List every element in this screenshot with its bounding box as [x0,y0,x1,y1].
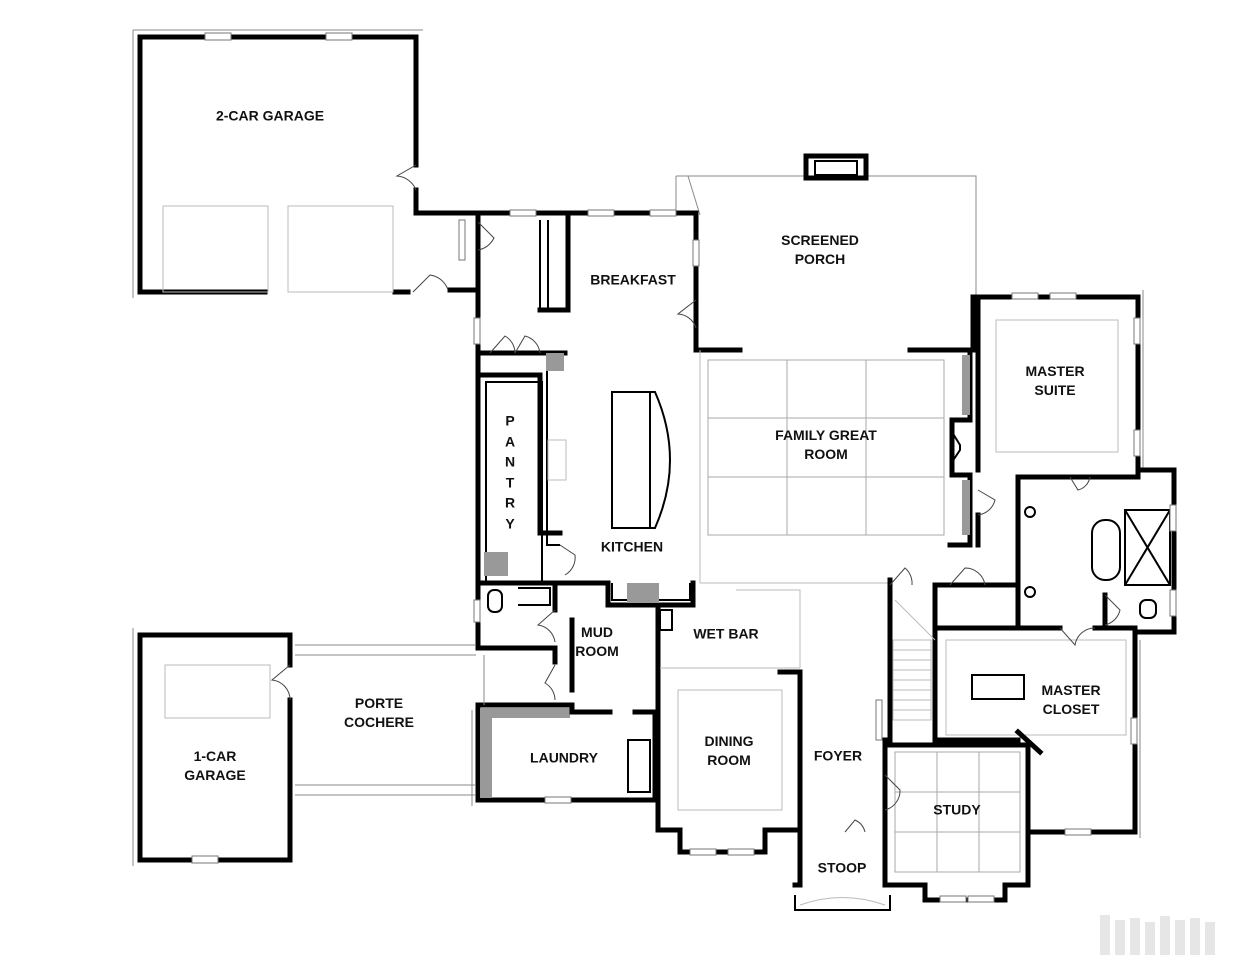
label-laundry: LAUNDRY [530,749,598,766]
main-house-walls [471,210,1177,911]
screened-porch-outline [675,153,977,295]
label-master-closet: MASTER CLOSET [1041,682,1101,717]
label-study: STUDY [933,801,981,818]
label-2-car-garage: 2-CAR GARAGE [215,107,325,124]
label-foyer: FOYER [813,747,863,764]
label-mud-room: MUD ROOM [575,624,619,659]
label-dining-room: DINING ROOM [704,733,754,768]
label-stoop: STOOP [817,859,867,876]
label-breakfast: BREAKFAST [590,271,676,288]
garage-2car-walls [132,29,481,298]
doors [477,221,1121,833]
label-porte-cochere: PORTE COCHERE [343,695,415,730]
windows [458,209,1177,903]
label-kitchen: KITCHEN [600,538,664,555]
porte-cochere-outline [295,644,485,796]
label-master-suite: MASTER SUITE [1025,363,1085,398]
label-wet-bar: WET BAR [693,625,759,642]
label-screened-porch: SCREENED PORCH [781,232,859,267]
corner-pattern [1100,915,1215,955]
label-pantry: P A N T R Y [504,412,516,532]
garage-1car-walls [132,628,293,866]
label-family-great-room: FAMILY GREAT ROOM [775,427,877,462]
label-1-car-garage: 1-CAR GARAGE [184,748,246,783]
